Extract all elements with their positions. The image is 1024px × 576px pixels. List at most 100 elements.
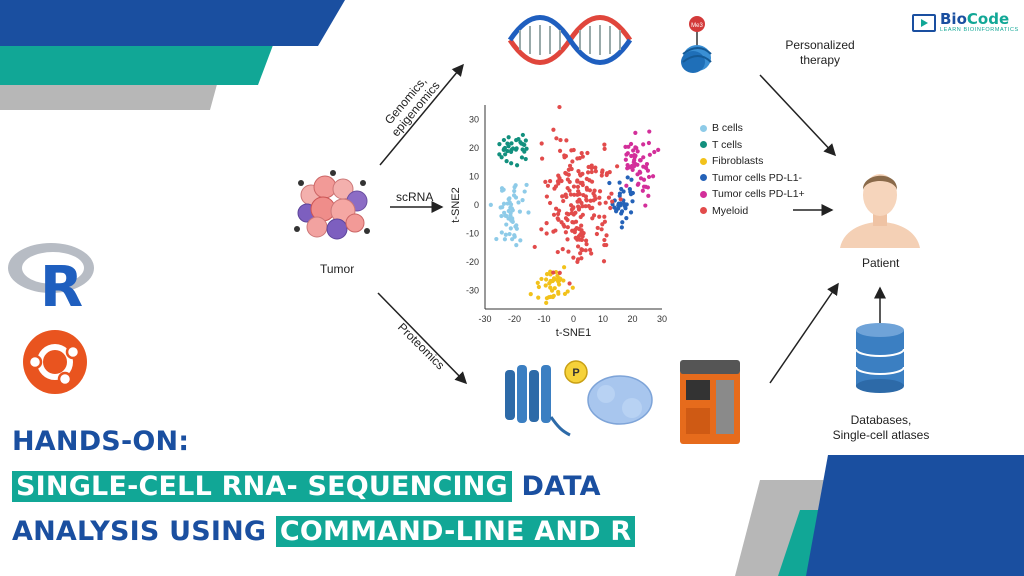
scatter-point — [560, 194, 565, 199]
scatter-point — [584, 197, 589, 202]
scatter-point — [555, 179, 561, 184]
y-tick-label: 0 — [474, 200, 479, 210]
scatter-point — [599, 173, 604, 178]
svg-text:R: R — [40, 255, 83, 320]
scatter-point — [579, 151, 584, 156]
scatter-point — [580, 212, 585, 217]
scatter-point — [601, 259, 607, 264]
scatter-point — [559, 220, 564, 225]
scatter-point — [555, 249, 560, 255]
scatter-point — [571, 184, 577, 189]
scatter-point — [623, 144, 628, 149]
scatter-point — [522, 189, 527, 194]
scatter-point — [514, 163, 520, 168]
scatter-point — [594, 231, 600, 237]
legend-item: B cells — [700, 120, 805, 137]
scatter-point — [580, 154, 585, 159]
scatter-point — [619, 225, 624, 230]
scatter-point — [570, 159, 575, 164]
legend-item: Tumor cells PD-L1+ — [700, 186, 805, 203]
scatter-point — [498, 205, 503, 210]
scatter-point — [652, 149, 657, 155]
scatter-point — [647, 129, 652, 134]
scatter-point — [575, 259, 580, 264]
scatter-point — [585, 170, 591, 175]
y-tick-label: 20 — [469, 143, 479, 153]
y-tick-label: 30 — [469, 114, 479, 124]
title-line-1-text: HANDS-ON: — [12, 426, 190, 457]
scatter-point — [510, 218, 515, 223]
title-highlight-1: SINGLE-CELL RNA- SEQUENCING — [12, 471, 512, 502]
x-tick-label: 20 — [627, 314, 637, 324]
scatter-point — [553, 228, 558, 233]
scatter-point — [509, 141, 514, 146]
scatter-point — [603, 200, 608, 205]
scatter-point — [604, 242, 609, 248]
scatter-point — [556, 173, 561, 178]
scatter-point — [584, 242, 589, 247]
scatter-point — [540, 156, 545, 161]
scatter-point — [600, 222, 605, 227]
scatter-point — [555, 273, 560, 279]
legend-swatch — [700, 174, 707, 182]
scatter-point — [589, 165, 594, 171]
scatter-point — [627, 165, 632, 170]
scatter-point — [623, 206, 628, 211]
scatter-point — [518, 238, 523, 243]
scatter-point — [507, 231, 512, 237]
scatter-point — [575, 179, 580, 184]
y-tick-label: -10 — [466, 229, 479, 239]
scatter-point — [512, 188, 517, 194]
x-tick-label: 10 — [598, 314, 608, 324]
title-line-3-rest: ANALYSIS USING — [12, 516, 276, 547]
scatter-point — [562, 153, 567, 158]
scatter-point — [641, 184, 647, 189]
x-tick-label: -30 — [478, 314, 491, 324]
top-left-bands — [0, 0, 345, 110]
receptor-icon — [505, 365, 571, 437]
x-tick-label: -20 — [508, 314, 521, 324]
legend-swatch — [700, 124, 707, 132]
scatter-point — [544, 221, 549, 226]
scatter-point — [576, 234, 581, 239]
legend-swatch — [700, 141, 707, 149]
scatter-point — [562, 224, 567, 229]
legend-label: B cells — [712, 122, 743, 135]
scatter-point — [604, 233, 609, 238]
scatter-point — [535, 280, 540, 285]
scatter-point — [628, 141, 634, 147]
scatter-point — [602, 142, 607, 147]
scatter-point — [504, 159, 509, 164]
scatter-point — [606, 195, 612, 200]
scatter-point — [575, 192, 580, 197]
scatter-point — [621, 201, 627, 206]
scatter-point — [643, 203, 648, 208]
scatter-point — [513, 195, 519, 200]
scatter-point — [519, 141, 524, 146]
scatter-point — [507, 196, 512, 201]
scatter-point — [628, 210, 634, 215]
scatter-point — [499, 155, 504, 160]
scatter-point — [618, 197, 623, 202]
scatter-point — [504, 222, 509, 227]
scatter-point — [557, 104, 562, 110]
y-axis-label: t-SNE2 — [450, 187, 462, 222]
scatter-point — [633, 130, 638, 135]
scatter-point — [650, 174, 656, 179]
ubuntu-icon — [23, 330, 87, 394]
scatter-point — [590, 205, 595, 210]
legend-item: Tumor cells PD-L1- — [700, 170, 805, 187]
scatter-point — [561, 198, 566, 204]
scatter-point — [571, 147, 576, 153]
scatter-point — [569, 166, 574, 172]
scatter-point — [578, 251, 583, 256]
scatter-point — [576, 226, 582, 231]
scatter-point — [632, 153, 637, 158]
scatter-point — [567, 281, 572, 286]
scatter-point — [644, 161, 650, 167]
scatter-point — [624, 183, 629, 188]
scatter-point — [499, 230, 504, 235]
scatter-point — [502, 147, 507, 152]
scatter-point — [610, 199, 615, 204]
sequencer-icon — [680, 360, 740, 444]
